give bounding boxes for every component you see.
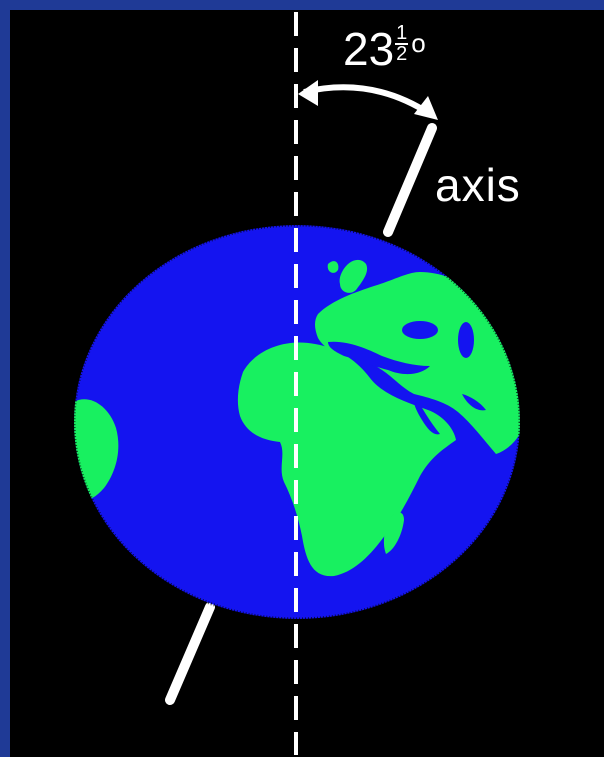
globe-outline [72, 223, 522, 621]
angle-denominator: 2 [396, 43, 408, 65]
arc-arrowhead-left [298, 80, 318, 106]
persian-gulf [462, 394, 486, 411]
madagascar-island [383, 512, 404, 554]
scandinavia-small [327, 261, 339, 273]
degree-symbol: o [411, 28, 426, 58]
red-sea [413, 394, 440, 435]
axis-label: axis [435, 159, 521, 211]
globe [72, 223, 522, 621]
rotation-axis-bottom [165, 602, 215, 705]
scandinavia [339, 259, 368, 293]
caspian-sea [458, 322, 474, 358]
continents [74, 259, 520, 577]
angle-numerator: 1 [395, 22, 409, 45]
earth-tilt-diagram [72, 12, 522, 755]
angle-whole: 23 [343, 23, 395, 75]
tilt-angle-arc [303, 84, 432, 117]
africa-continent [237, 342, 456, 577]
south-america-continent [74, 399, 119, 502]
mediterranean-sea [328, 341, 430, 375]
arc-arrowhead-right [414, 96, 438, 120]
black-sea [402, 321, 438, 339]
rotation-axis-top [383, 123, 437, 237]
